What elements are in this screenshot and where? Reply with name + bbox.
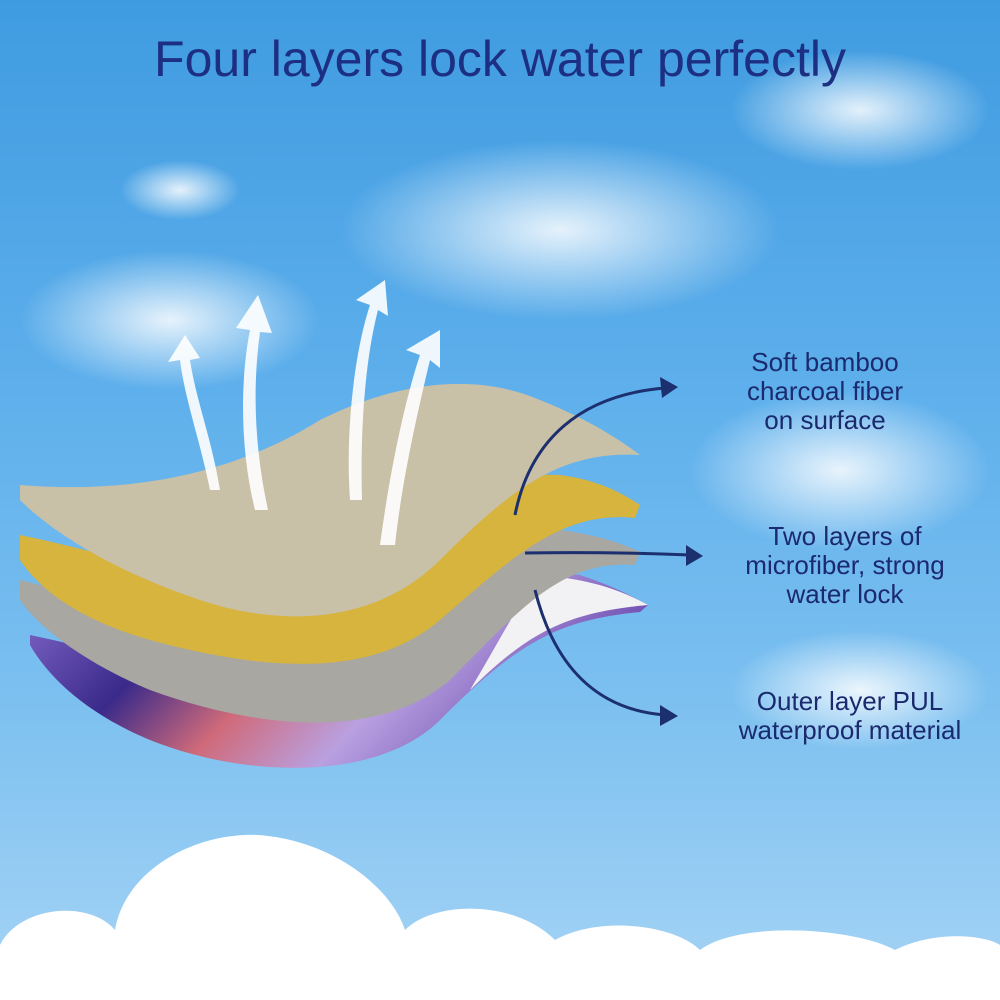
label-surface-layer: Soft bamboo charcoal fiber on surface xyxy=(746,347,904,435)
arrowhead-icon xyxy=(686,545,703,566)
arrowhead-icon xyxy=(660,377,678,398)
label-microfiber-layers: Two layers of microfiber, strong water l… xyxy=(745,521,945,609)
background-clouds xyxy=(20,50,990,750)
yellow-microfiber-layer xyxy=(20,474,640,664)
label-outer-pul-layer: Outer layer PUL waterproof material xyxy=(738,686,962,745)
pointer-arrows xyxy=(513,386,691,717)
foreground-cloud xyxy=(0,834,1000,1000)
bamboo-surface-layer xyxy=(20,383,640,617)
evaporation-arrows xyxy=(168,280,440,545)
page-title: Four layers lock water perfectly xyxy=(154,31,846,87)
arrowhead-icon xyxy=(660,705,678,726)
